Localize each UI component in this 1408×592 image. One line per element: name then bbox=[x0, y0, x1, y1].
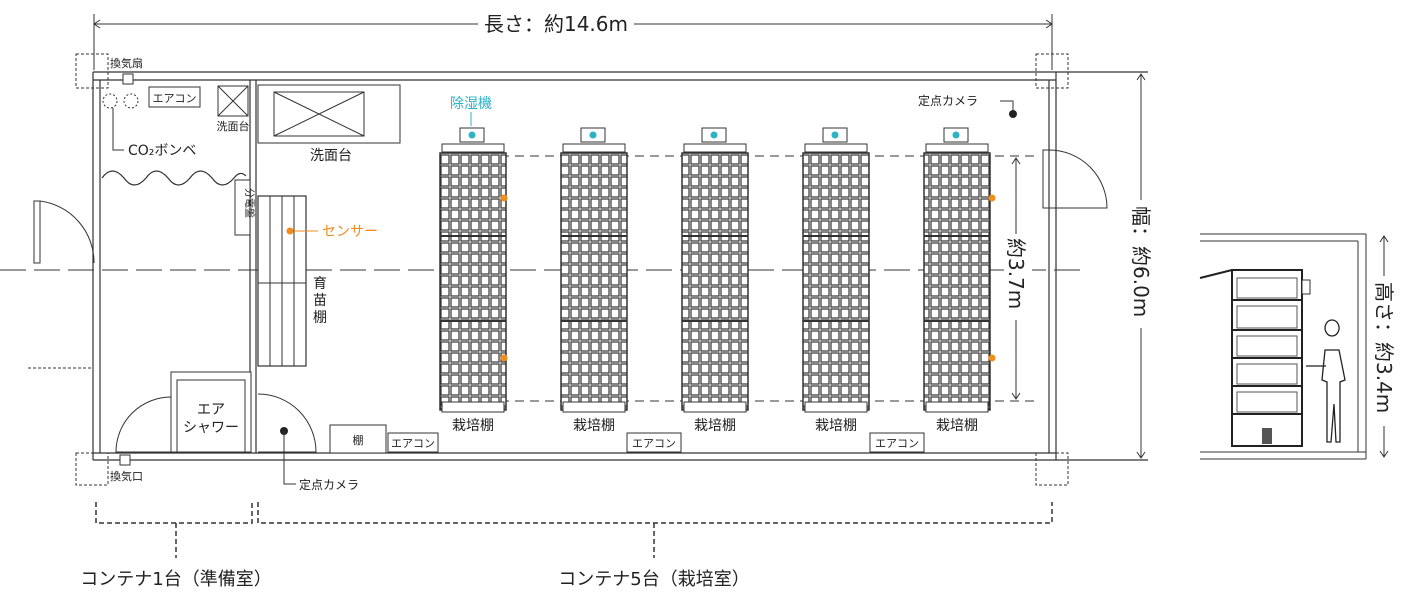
rack-span-label: 約3.7m bbox=[1004, 238, 1028, 309]
sensor-nursery: センサー bbox=[286, 224, 378, 240]
curtain bbox=[101, 170, 247, 186]
width-label: 幅：約6.0m bbox=[1129, 206, 1153, 317]
air-shower-label-1: エア bbox=[197, 402, 225, 418]
length-dimension: 長さ：約14.6m bbox=[93, 10, 1053, 70]
camera-top-label: 定点カメラ bbox=[918, 93, 978, 108]
height-dimension: 高さ：約3.4m bbox=[1372, 235, 1398, 458]
large-sink: 洗面台 bbox=[257, 84, 401, 164]
camera-bottom: 定点カメラ bbox=[283, 431, 359, 492]
vent-fan: 換気扇 bbox=[110, 56, 143, 85]
shelf: 棚 bbox=[329, 424, 387, 454]
aircon-bottom-3: エアコン bbox=[869, 432, 925, 453]
vent-port-label: 換気口 bbox=[110, 469, 143, 483]
container-cultivation-label: コンテナ5台（栽培室） bbox=[558, 569, 749, 590]
right-door bbox=[1042, 149, 1108, 209]
camera-bottom-label: 定点カメラ bbox=[299, 477, 359, 492]
large-sink-label: 洗面台 bbox=[310, 148, 352, 164]
aircon-prep-label: エアコン bbox=[153, 92, 197, 105]
grow-rack-label: 栽培棚 bbox=[573, 418, 615, 434]
person-figure bbox=[1321, 319, 1346, 443]
grow-rack: 栽培棚 bbox=[681, 127, 749, 434]
sensor-label: センサー bbox=[322, 224, 378, 240]
aircon-prep: エアコン bbox=[148, 86, 201, 108]
bottom-door bbox=[257, 393, 317, 453]
camera-top: 定点カメラ bbox=[918, 93, 1017, 118]
rack-span-dimension: 約3.7m bbox=[1004, 157, 1032, 400]
length-label: 長さ：約14.6m bbox=[484, 12, 628, 36]
co2-cylinders: CO₂ボンベ bbox=[102, 93, 196, 159]
side-rack bbox=[1199, 269, 1311, 447]
air-shower-label-2: シャワー bbox=[183, 420, 239, 436]
grow-rack: 栽培棚 bbox=[560, 127, 628, 434]
panel-label: 分電盤 bbox=[243, 188, 256, 218]
side-elevation bbox=[1199, 233, 1367, 460]
rack-sensors bbox=[500, 194, 996, 362]
nursery-label-2: 苗 bbox=[313, 293, 327, 309]
grow-rack: 栽培棚 bbox=[802, 127, 870, 434]
distribution-panel: 分電盤 bbox=[234, 179, 256, 236]
vent-fan-label: 換気扇 bbox=[110, 56, 143, 70]
co2-label: CO₂ボンベ bbox=[128, 143, 196, 159]
nursery-rack: 育 苗 棚 bbox=[257, 195, 327, 367]
left-door bbox=[33, 200, 95, 264]
aircon-bottom-2: エアコン bbox=[626, 432, 682, 453]
dehumidifier-label: 除湿機 bbox=[450, 96, 492, 112]
aircon-bottom-3-label: エアコン bbox=[875, 437, 919, 450]
outer-walls bbox=[92, 71, 1148, 461]
container-brackets bbox=[95, 502, 1053, 558]
vent-port: 換気口 bbox=[110, 454, 143, 483]
grow-rack-label: 栽培棚 bbox=[936, 418, 978, 434]
grow-rack: 栽培棚 bbox=[439, 127, 507, 434]
aircon-bottom-2-label: エアコン bbox=[632, 437, 676, 450]
aircon-bottom-1: エアコン bbox=[387, 432, 439, 453]
grow-rack: 栽培棚 bbox=[923, 127, 991, 434]
nursery-label-1: 育 bbox=[313, 276, 327, 292]
grow-rack-label: 栽培棚 bbox=[452, 418, 494, 434]
width-dimension: 幅：約6.0m bbox=[1128, 73, 1156, 459]
container-prep-label: コンテナ1台（準備室） bbox=[80, 569, 271, 590]
shelf-label: 棚 bbox=[353, 433, 364, 447]
small-sink: 洗面台 bbox=[217, 85, 250, 133]
grow-rack-label: 栽培棚 bbox=[694, 418, 736, 434]
air-shower: エア シャワー bbox=[115, 371, 252, 453]
grow-rack-label: 栽培棚 bbox=[815, 418, 857, 434]
height-label: 高さ：約3.4m bbox=[1372, 282, 1396, 413]
small-sink-label: 洗面台 bbox=[217, 119, 250, 133]
aircon-bottom-1-label: エアコン bbox=[391, 437, 435, 450]
corner-columns bbox=[75, 53, 1069, 486]
nursery-label-3: 棚 bbox=[313, 310, 327, 326]
